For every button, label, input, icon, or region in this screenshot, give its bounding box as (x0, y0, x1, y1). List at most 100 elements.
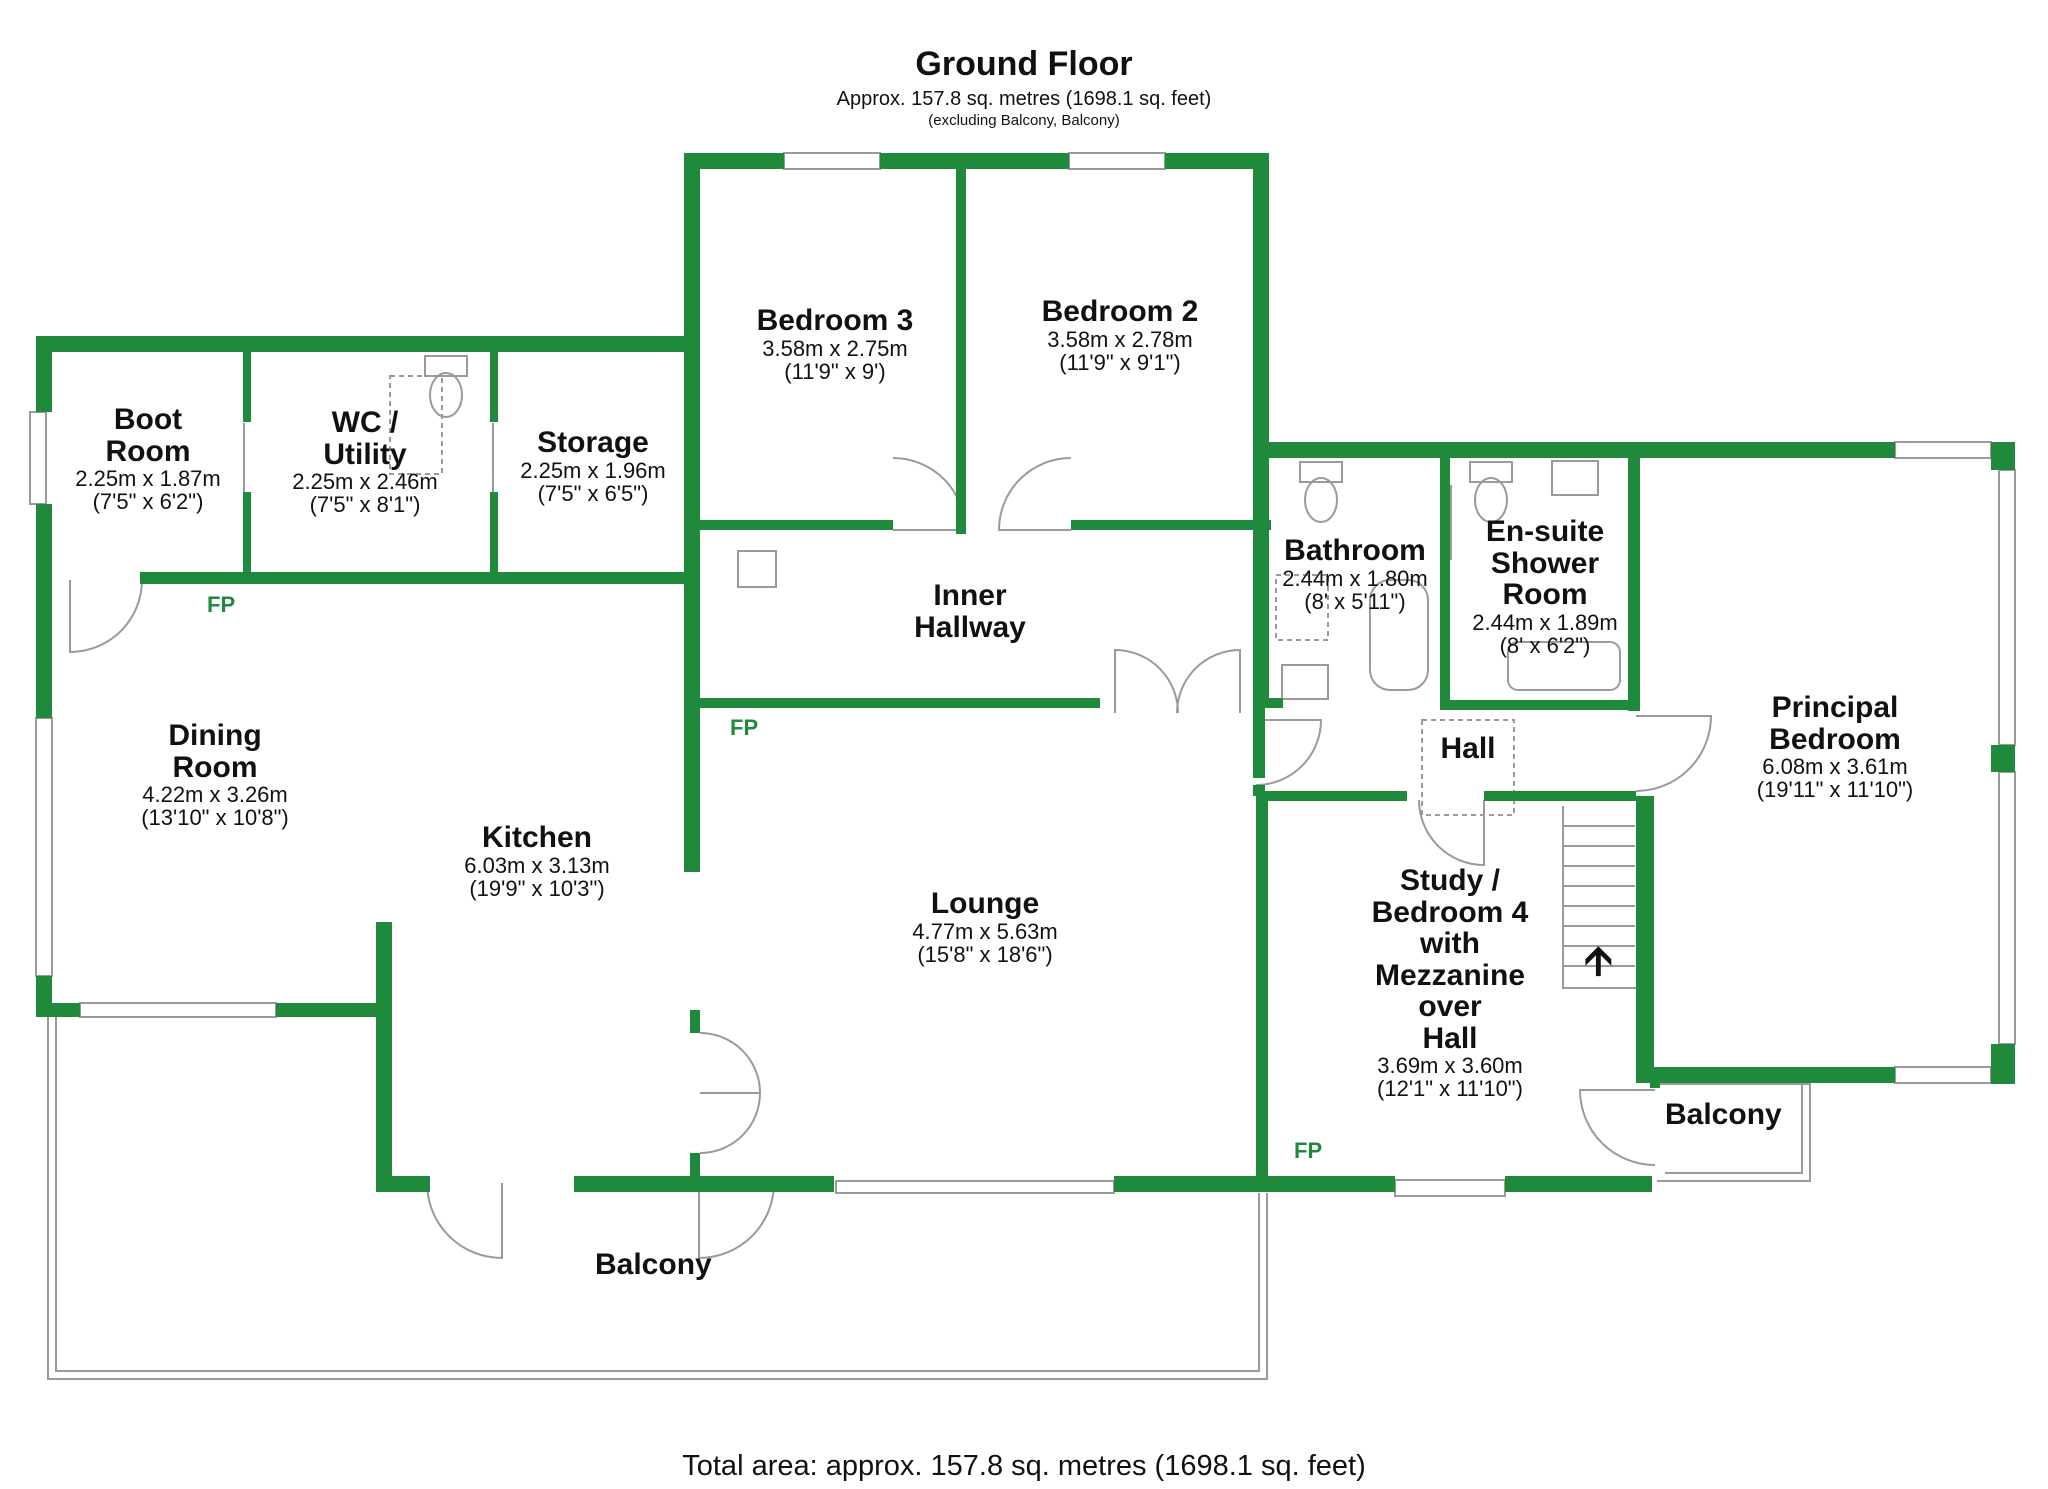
room-name: Bedroom 4 (1371, 895, 1529, 929)
floor-area: Approx. 157.8 sq. metres (1698.1 sq. fee… (836, 88, 1212, 110)
room-name: Bathroom (1284, 534, 1426, 567)
room-name: Study / (1399, 864, 1500, 897)
room-dimensions-imperial: (11'9" x 9') (784, 358, 886, 384)
utility-area (389, 375, 443, 475)
room-storage: Storage 2.25m x 1.96m (7'5" x 6'5") (483, 427, 703, 505)
wall-segment (1628, 458, 1640, 711)
door-swing (69, 579, 143, 654)
room-dimensions-imperial: (8' x 6'2") (1499, 632, 1591, 658)
room-principal-bedroom: Principal Bedroom 6.08m x 3.61m (19'11" … (1710, 692, 1960, 801)
wall-segment (1991, 442, 2015, 470)
wall-segment (36, 504, 52, 718)
room-dimensions-imperial: (7'5" x 8'1") (309, 492, 421, 518)
hatch (737, 550, 777, 588)
wall-segment (690, 1153, 700, 1176)
door-swing (1255, 719, 1323, 786)
toilet-bowl (429, 372, 463, 418)
window (835, 1180, 1115, 1194)
room-dimensions-imperial: (8' x 5'11") (1304, 588, 1406, 614)
wall-segment (1505, 1176, 1652, 1192)
window (1894, 1066, 1992, 1084)
wall-segment (690, 1010, 700, 1033)
side-balcony-outline-inner (1665, 1083, 1803, 1174)
floor-title: Ground Floor (915, 45, 1133, 83)
wall-segment (1991, 1044, 2015, 1084)
window (35, 717, 53, 977)
wall-segment (1440, 458, 1450, 700)
fp-marker: FP (207, 592, 236, 617)
walls-layer (36, 153, 2015, 1192)
room-name: Lounge (930, 887, 1040, 920)
room-dimensions-imperial: (7'5" x 6'5") (537, 480, 649, 506)
wall-segment (36, 336, 52, 412)
room-name: Principal (1771, 691, 1899, 724)
wall-segment (1650, 1067, 1660, 1088)
balcony-label: Balcony (595, 1248, 712, 1281)
wall-segment (1253, 698, 1265, 778)
room-dimensions-imperial: (19'9" x 10'3") (469, 875, 605, 901)
room-name: En-suite (1485, 515, 1605, 548)
room-dimensions: 6.08m x 3.61m (1762, 754, 1908, 779)
toilet-bowl (1474, 477, 1508, 523)
window (79, 1002, 277, 1018)
stairs (1562, 806, 1640, 989)
door-swing (997, 457, 1072, 531)
wall-segment (1636, 1067, 1895, 1083)
room-dimensions: 4.22m x 3.26m (142, 782, 288, 807)
door-swing (699, 1032, 762, 1154)
room-wc-utility: WC / Utility 2.25m x 2.46m (7'5" x 8'1") (255, 407, 475, 516)
wall-segment (490, 352, 498, 422)
wall-segment (1636, 796, 1654, 1072)
room-bathroom: Bathroom 2.44m x 1.80m (8' x 5'11") (1260, 535, 1450, 613)
fp-marker: FP (730, 715, 759, 740)
room-dimensions: 2.44m x 1.80m (1282, 565, 1428, 591)
stairs-up-arrow-icon: 🡩 (1584, 939, 1613, 983)
total-area: Total area: approx. 157.8 sq. metres (16… (682, 1450, 1366, 1482)
wall-segment (684, 352, 700, 872)
room-name: Kitchen (481, 821, 592, 854)
wall-segment (1114, 1176, 1395, 1192)
wall-segment (1253, 448, 1269, 698)
wall-segment (880, 153, 1069, 169)
window (1894, 441, 1992, 459)
room-name: Utility (323, 437, 407, 471)
room-dimensions: 3.58m x 2.75m (762, 335, 908, 361)
wall-segment (574, 1176, 834, 1192)
room-name: Hall (1422, 1021, 1478, 1055)
wall-segment (1440, 700, 1640, 710)
room-dimensions-imperial: (7'5" x 6'2") (92, 489, 204, 515)
wall-segment (36, 336, 700, 352)
room-name: Hallway (914, 610, 1026, 644)
cistern (424, 355, 468, 377)
mezzanine-area (1421, 719, 1515, 816)
door-swing (1578, 1089, 1656, 1166)
wall-segment (1253, 785, 1265, 796)
room-dimensions: 4.77m x 5.63m (912, 918, 1058, 944)
room-dimensions-imperial: (19'11" x 11'10") (1756, 777, 1914, 803)
room-en-suite: En-suite Shower Room 2.44m x 1.89m (8' x… (1445, 516, 1645, 657)
wall-segment (243, 352, 251, 422)
room-hall: Hall (1398, 733, 1538, 765)
wall-segment (956, 169, 966, 534)
main-balcony-outline (47, 1017, 1268, 1380)
door-swing (1418, 799, 1485, 867)
room-name: Room (1502, 578, 1588, 611)
wall-segment (36, 976, 52, 1017)
room-dining-room: Dining Room 4.22m x 3.26m (13'10" x 10'8… (90, 720, 340, 829)
room-name: Boot (113, 403, 183, 436)
wall-segment (1253, 153, 1269, 448)
door-swing (1176, 648, 1241, 714)
door-swing (426, 1182, 775, 1260)
room-name: Dining (168, 719, 262, 752)
wall-segment (52, 1003, 80, 1017)
room-name: Room (172, 750, 258, 784)
room-name: Inner (933, 579, 1007, 612)
room-dimensions: 6.03m x 3.13m (464, 852, 610, 878)
fp-marker: FP (1294, 1138, 1323, 1163)
room-name: Storage (537, 426, 649, 459)
shower-tray (1507, 641, 1621, 691)
room-dimensions: 2.25m x 1.96m (520, 457, 666, 483)
room-dimensions: 2.25m x 1.87m (75, 466, 221, 491)
room-name: Mezzanine (1374, 958, 1526, 992)
room-bedroom-2: Bedroom 2 3.58m x 2.78m (11'9" x 9'1") (985, 296, 1255, 374)
